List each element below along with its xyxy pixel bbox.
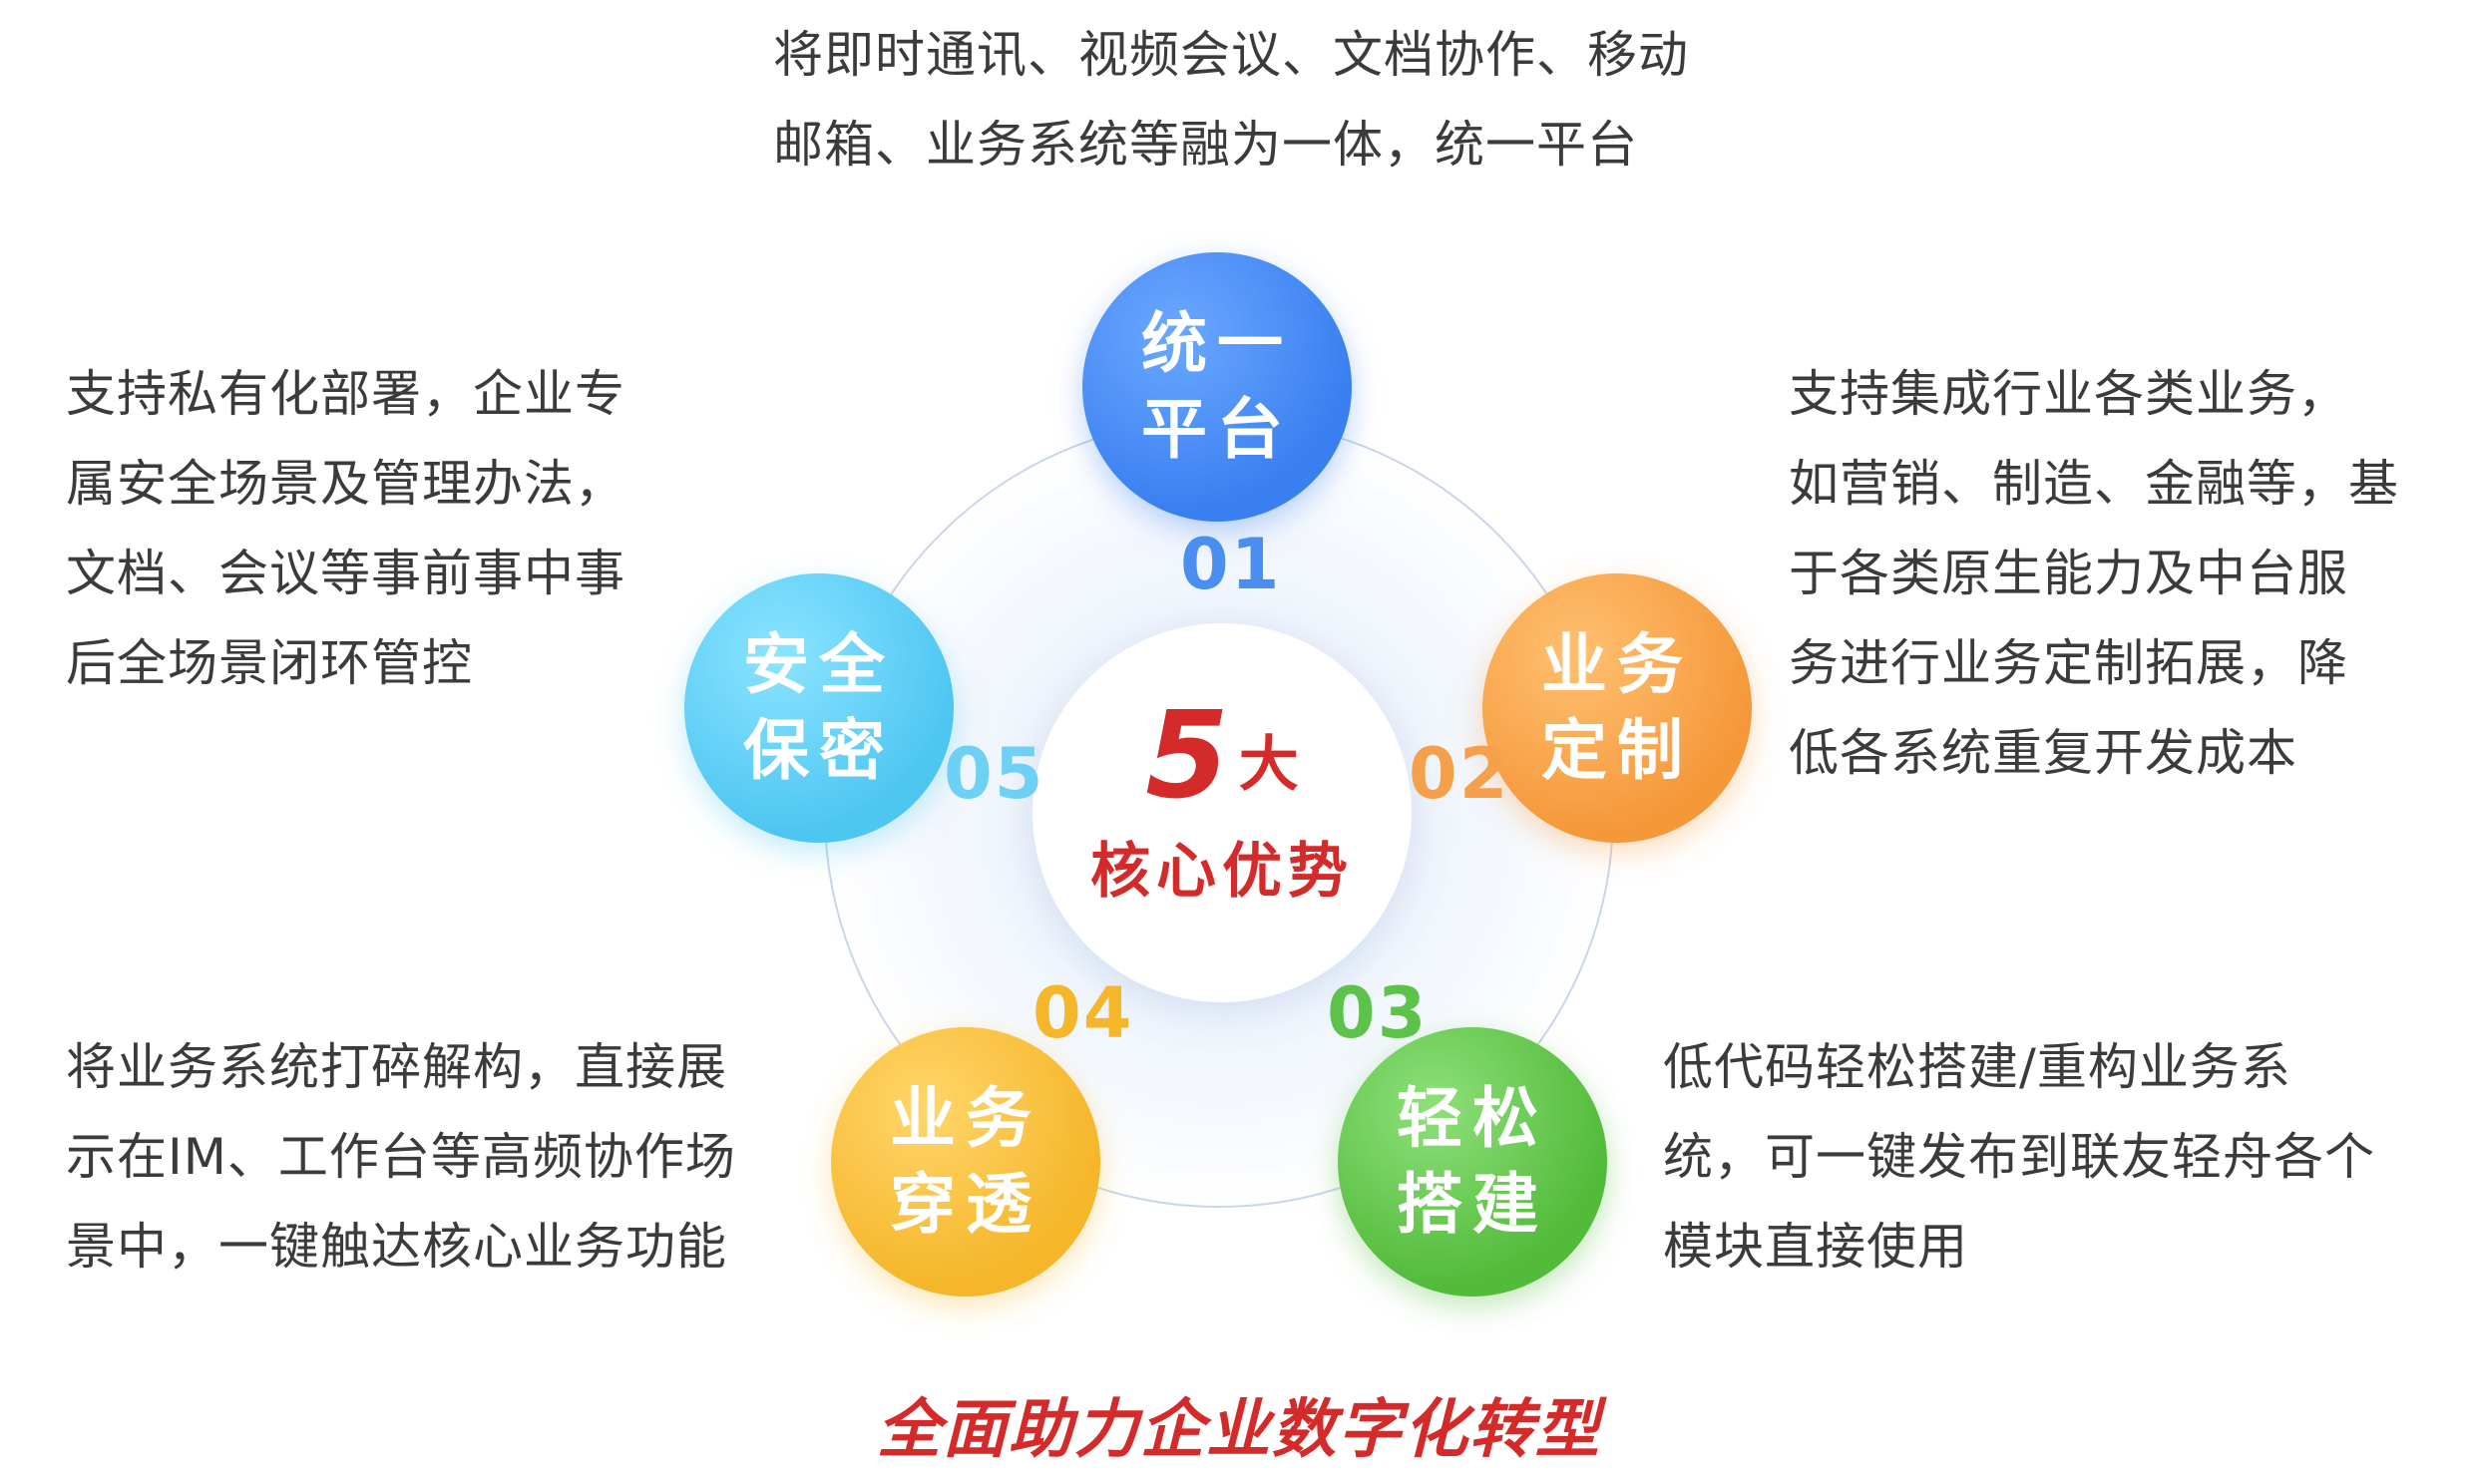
- description-line: 于各类原生能力及中台服: [1789, 545, 2348, 602]
- node-unified-platform: 统一 平台: [1082, 252, 1352, 522]
- node-business-penetration: 业务 穿透: [831, 1027, 1100, 1297]
- node-security: 安全 保密: [684, 573, 954, 843]
- description-line: 如营销、制造、金融等，基: [1789, 455, 2399, 513]
- description-line: 低代码轻松搭建/重构业务系: [1663, 1038, 2291, 1096]
- description-line: 统，可一键发布到联友轻舟各个: [1663, 1128, 2375, 1186]
- center-big-label: 大: [1238, 729, 1299, 800]
- node-label-line2: 穿透: [890, 1166, 1041, 1243]
- description-security: 支持私有化部署，企业专 属安全场景及管理办法， 文档、会议等事前事中事 后全场景…: [66, 349, 625, 708]
- description-line: 邮箱、业务系统等融为一体，统一平台: [773, 116, 1638, 174]
- node-easy-build: 轻松 搭建: [1338, 1027, 1607, 1297]
- node-label-line1: 统一: [1141, 305, 1293, 382]
- description-line: 低各系统重复开发成本: [1789, 724, 2297, 782]
- node-label-line2: 保密: [743, 712, 895, 789]
- center-number: 5: [1145, 686, 1229, 826]
- node-business-customization: 业务 定制: [1482, 573, 1752, 843]
- node-label-line1: 安全: [743, 626, 895, 703]
- footer-slogan: 全面助力企业数字化转型: [877, 1393, 1601, 1467]
- center-subtitle: 核心优势: [1090, 836, 1354, 907]
- description-line: 将即时通讯、视频会议、文档协作、移动: [773, 26, 1689, 84]
- node-label-line2: 搭建: [1397, 1166, 1548, 1243]
- node-number-05: 05: [944, 733, 1045, 815]
- description-line: 文档、会议等事前事中事: [66, 545, 625, 602]
- node-number-04: 04: [1032, 972, 1134, 1054]
- description-line: 支持集成行业各类业务，: [1789, 365, 2348, 423]
- description-line: 属安全场景及管理办法，: [66, 455, 625, 513]
- description-line: 务进行业务定制拓展，降: [1789, 634, 2348, 692]
- description-line: 景中，一键触达核心业务功能: [66, 1218, 727, 1276]
- description-easy-build: 低代码轻松搭建/重构业务系 统，可一键发布到联友轻舟各个 模块直接使用: [1663, 1022, 2375, 1292]
- node-number-01: 01: [1180, 524, 1282, 605]
- node-number-02: 02: [1409, 733, 1510, 815]
- node-label-line2: 定制: [1541, 712, 1693, 789]
- node-label-line2: 平台: [1141, 391, 1293, 468]
- description-line: 模块直接使用: [1663, 1218, 1968, 1276]
- node-label-line1: 业务: [890, 1080, 1041, 1157]
- description-line: 后全场景闭环管控: [66, 634, 473, 692]
- node-number-03: 03: [1327, 972, 1429, 1054]
- description-line: 支持私有化部署，企业专: [66, 365, 625, 423]
- center-headline: 5 大: [1145, 686, 1299, 826]
- description-business-customization: 支持集成行业各类业务， 如营销、制造、金融等，基 于各类原生能力及中台服 务进行…: [1789, 349, 2399, 798]
- center-circle: 5 大 核心优势: [1032, 623, 1412, 1002]
- node-label-line1: 业务: [1541, 626, 1693, 703]
- description-line: 将业务系统打碎解构，直接展: [66, 1038, 727, 1096]
- description-line: 示在IM、工作台等高频协作场: [66, 1128, 736, 1186]
- description-business-penetration: 将业务系统打碎解构，直接展 示在IM、工作台等高频协作场 景中，一键触达核心业务…: [66, 1022, 736, 1292]
- description-unified-platform: 将即时通讯、视频会议、文档协作、移动 邮箱、业务系统等融为一体，统一平台: [773, 10, 1689, 189]
- node-label-line1: 轻松: [1397, 1080, 1548, 1157]
